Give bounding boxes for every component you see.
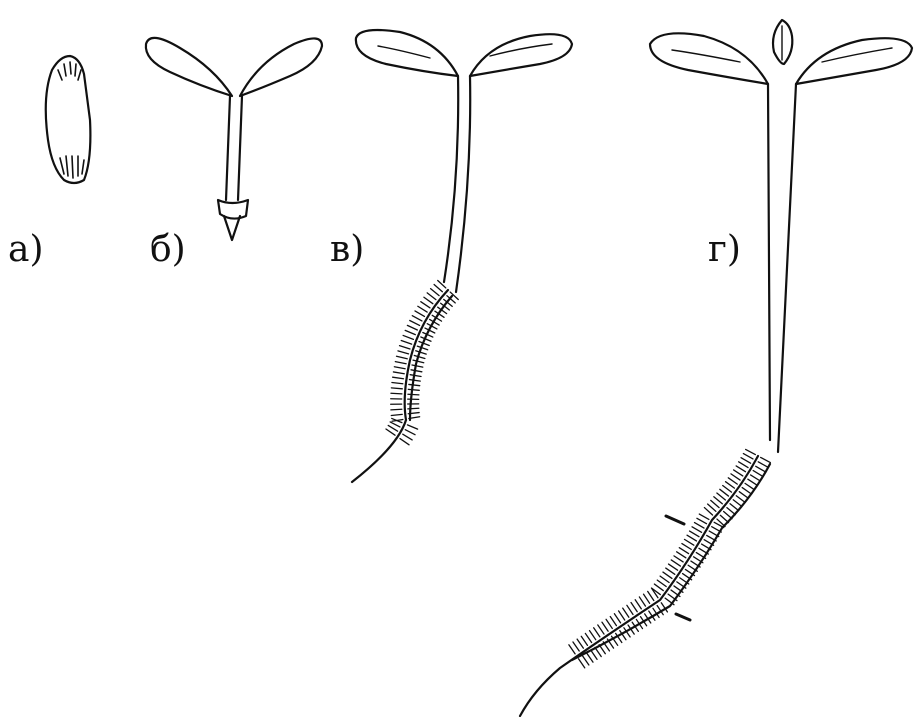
seed-drawing (46, 56, 91, 183)
panel-label-b: б) (150, 232, 186, 268)
panel-label-v: в) (330, 232, 364, 268)
seedling-stage-g (520, 20, 912, 716)
panel-label-g: г) (708, 232, 741, 268)
panel-label-a: а) (8, 232, 44, 268)
seedling-stage-v (352, 30, 572, 482)
root-hairs (386, 280, 770, 667)
seedling-stage-b (146, 38, 322, 240)
